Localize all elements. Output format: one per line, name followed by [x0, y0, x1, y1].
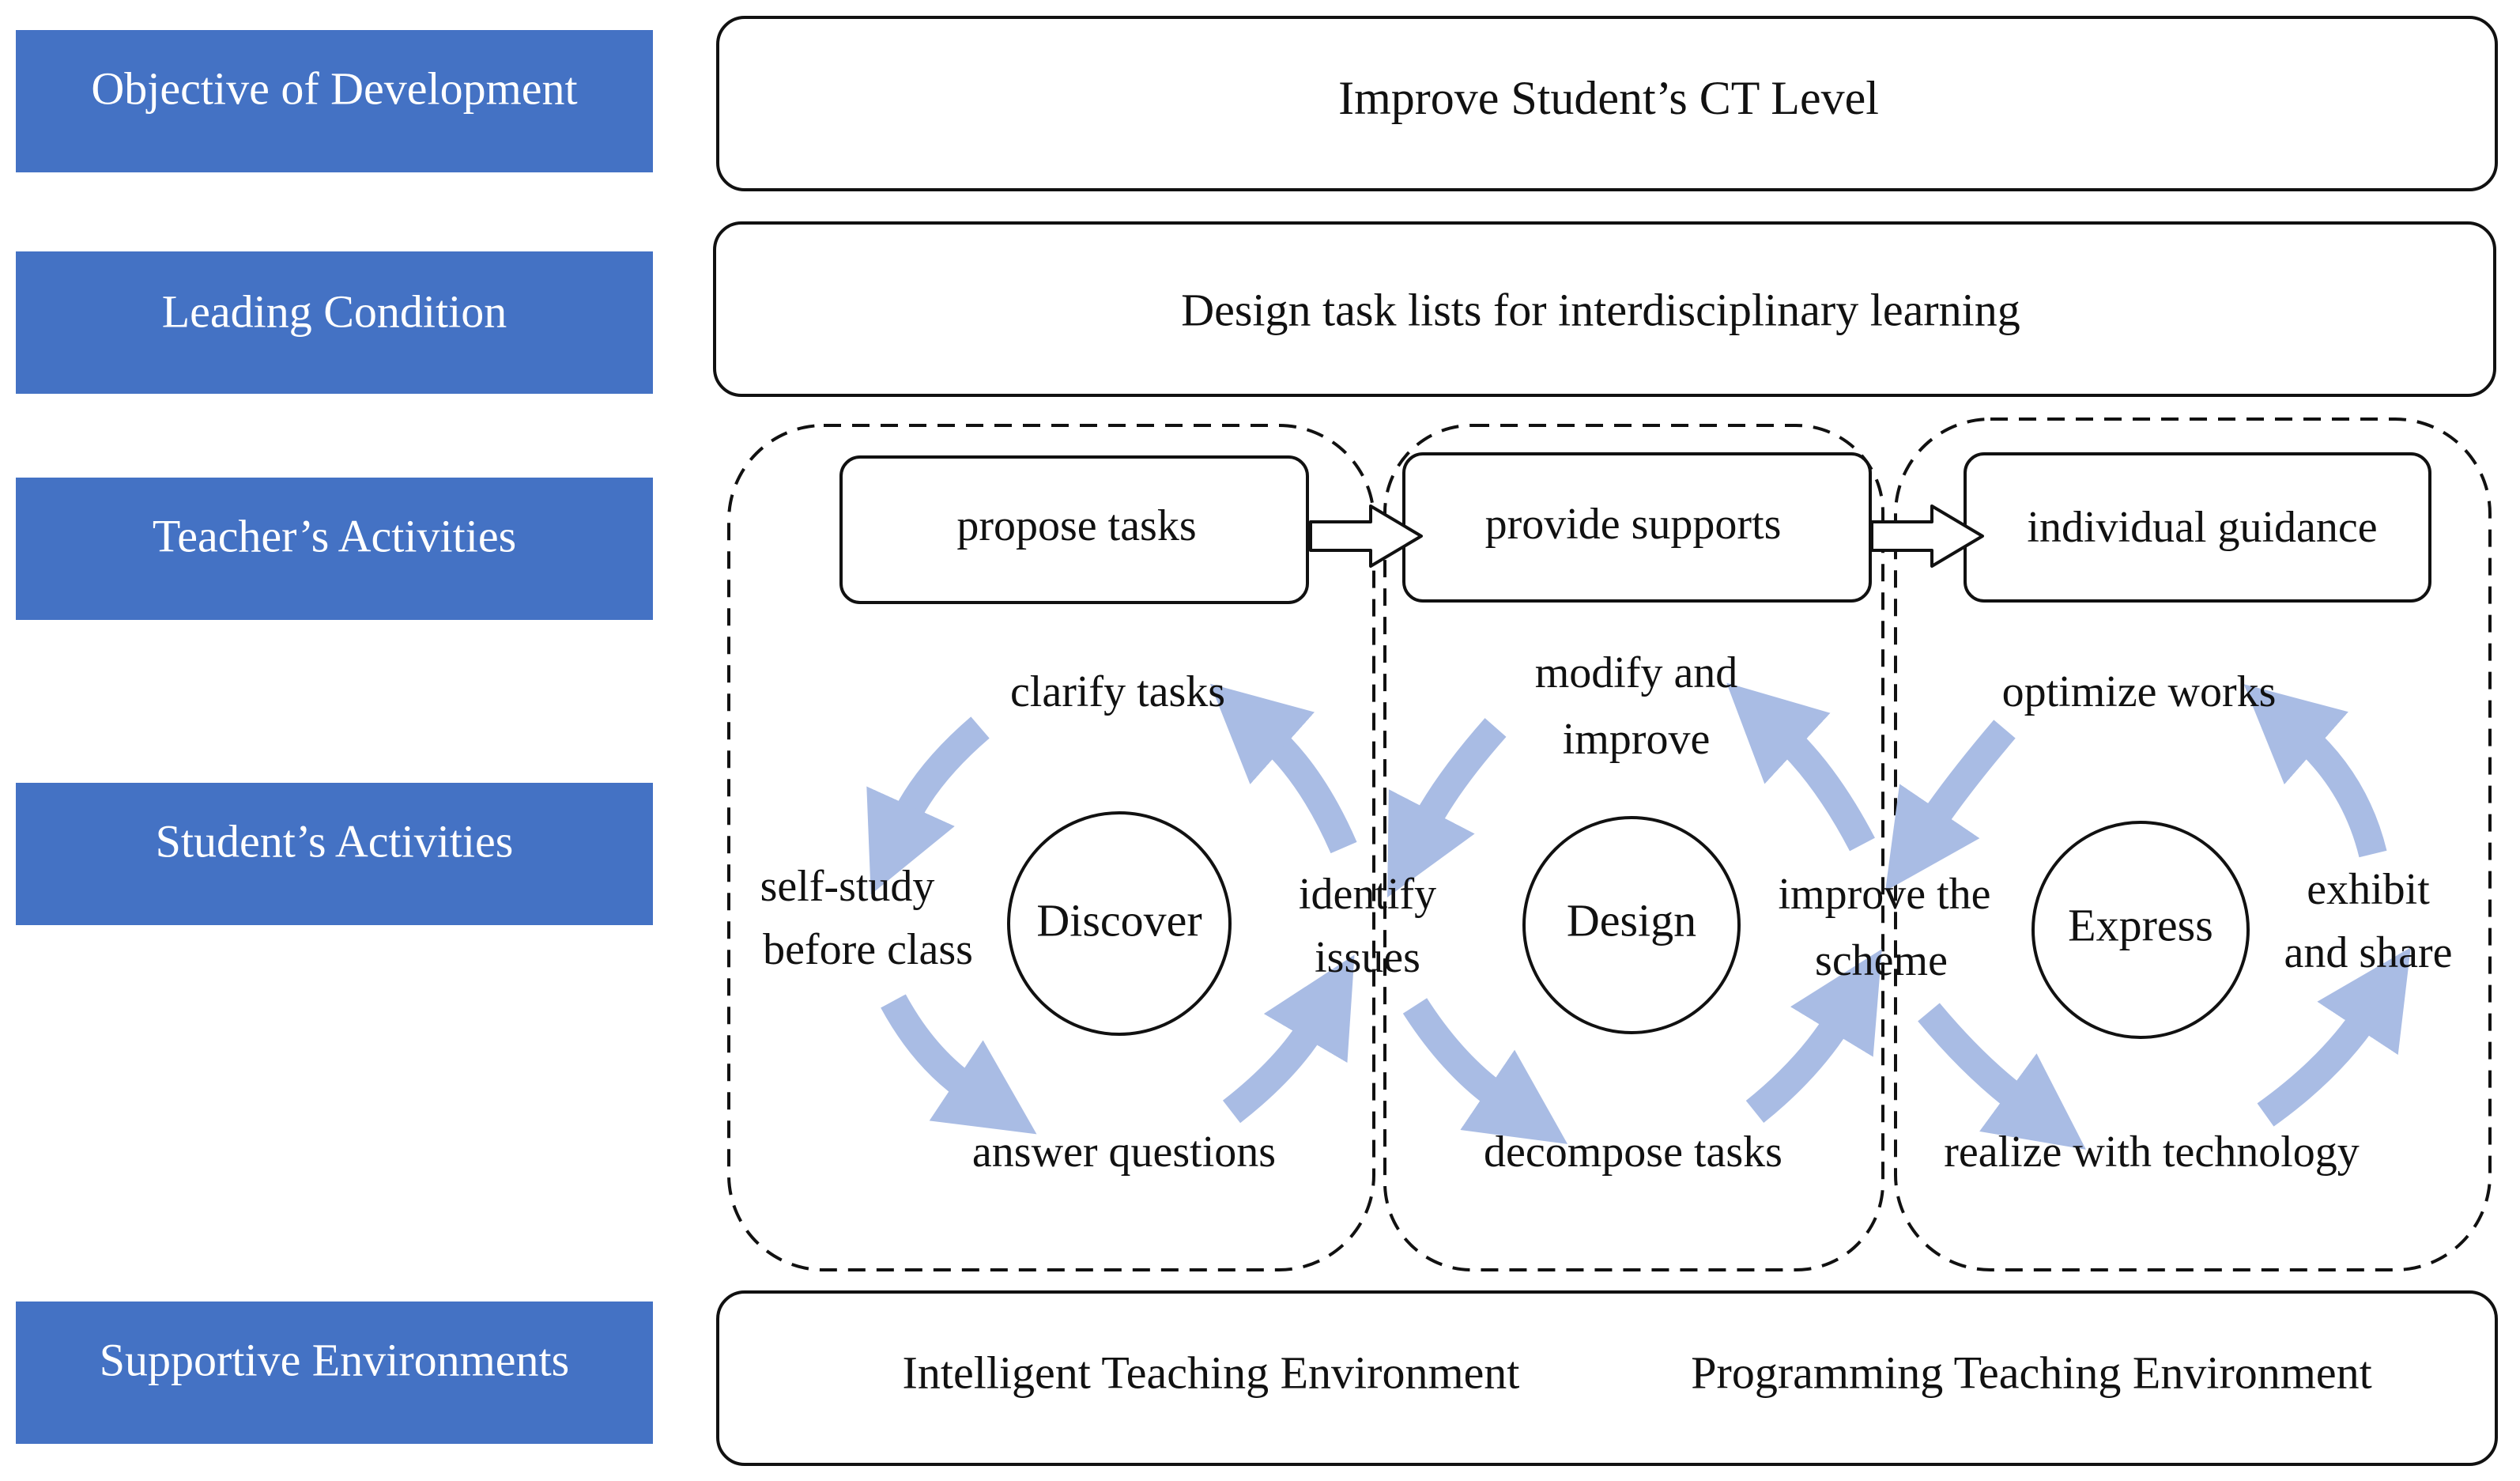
side-label-bg — [16, 251, 653, 394]
express-phase-boundary — [1894, 417, 2492, 1271]
cycle-arrow — [1726, 682, 1875, 852]
phase-name: Express — [2068, 899, 2213, 950]
phase-name: Discover — [1036, 894, 1202, 946]
side-label-text: Objective of Development — [91, 62, 577, 114]
activity-modify-improve: modify and improve — [1535, 648, 1738, 764]
objective-box: Improve Student’s CT Level — [716, 16, 2498, 191]
teacher-flow-arrow-2 — [1870, 504, 1984, 568]
side-label-text: Teacher’s Activities — [153, 510, 516, 561]
cycle-arrow — [2257, 947, 2411, 1127]
activity-identify-issues: identify issues — [1299, 870, 1436, 982]
cycle-arrow — [1745, 949, 1882, 1124]
side-label-teacher: Teacher’s Activities — [16, 478, 653, 620]
activity-text-line: modify and — [1535, 648, 1738, 697]
side-label-bg — [16, 1302, 653, 1444]
cycle-arrow — [1222, 954, 1355, 1124]
leading-condition-box: Design task lists for interdisciplinary … — [713, 221, 2496, 397]
activity-text-line: exhibit — [2307, 865, 2430, 914]
phase-circle — [2031, 821, 2250, 1039]
activity-clarify-tasks: clarify tasks — [1010, 667, 1225, 716]
side-label-leading: Leading Condition — [16, 251, 653, 394]
teacher-flow-arrow-1 — [1309, 504, 1423, 568]
phase-name: Design — [1567, 894, 1696, 946]
cycle-arrow — [1209, 683, 1357, 854]
activity-decompose-tasks: decompose tasks — [1484, 1128, 1782, 1177]
activity-text-line: and share — [2284, 928, 2452, 977]
side-label-supportive: Supportive Environments — [16, 1302, 653, 1444]
teacher-step-text: individual guidance — [2027, 503, 2377, 552]
cycle-arrow — [1402, 998, 1568, 1144]
side-label-student: Student’s Activities — [16, 783, 653, 925]
side-label-bg — [16, 478, 653, 620]
supportive-box: Intelligent Teaching Environment Program… — [716, 1290, 2498, 1466]
activity-improve-scheme: improve the scheme — [1778, 870, 1990, 985]
activity-answer-questions: answer questions — [972, 1128, 1276, 1177]
cycle-arrow — [1885, 720, 2016, 892]
cycle-arrow — [1918, 1003, 2086, 1150]
objective-frame — [716, 16, 2498, 191]
teacher-step-provide-supports: provide supports — [1402, 452, 1872, 603]
activity-text-line: identify — [1299, 870, 1436, 919]
phase-discover: Discover — [1007, 811, 1232, 1036]
design-phase-boundary — [1383, 424, 1884, 1271]
cycle-arrow — [881, 994, 1037, 1135]
side-label-bg — [16, 783, 653, 925]
teacher-step-propose-tasks: propose tasks — [839, 455, 1309, 604]
teacher-step-text: provide supports — [1485, 500, 1782, 549]
activity-self-study: self-study before class — [760, 862, 973, 974]
cycle-arrow — [2243, 684, 2387, 858]
cycle-arrow — [866, 716, 990, 895]
phase-express: Express — [2031, 821, 2250, 1039]
side-label-bg — [16, 30, 653, 172]
activity-realize-technology: realize with technology — [1944, 1128, 2360, 1177]
side-label-objective: Objective of Development — [16, 30, 653, 172]
teacher-step-frame — [839, 455, 1309, 604]
objective-text: Improve Student’s CT Level — [1338, 72, 1879, 124]
leading-condition-frame — [713, 221, 2496, 397]
cycle-arrow — [1386, 718, 1507, 897]
discover-phase-boundary — [727, 424, 1375, 1271]
activity-text-line: improve — [1563, 715, 1711, 764]
activity-text-line: issues — [1315, 933, 1420, 982]
teacher-step-text: propose tasks — [956, 501, 1196, 550]
activity-text-line: scheme — [1815, 936, 1948, 985]
activity-exhibit-share: exhibit and share — [2284, 865, 2452, 977]
activity-optimize-works: optimize works — [2002, 667, 2277, 716]
phase-design: Design — [1522, 816, 1741, 1034]
leading-condition-text: Design task lists for interdisciplinary … — [1181, 284, 2020, 335]
supportive-frame — [716, 1290, 2498, 1466]
teacher-step-individual-guidance: individual guidance — [1964, 452, 2431, 603]
side-label-text: Leading Condition — [162, 285, 507, 337]
activity-text-line: improve the — [1778, 870, 1990, 919]
side-label-text: Student’s Activities — [156, 815, 514, 867]
supportive-item-intelligent: Intelligent Teaching Environment — [903, 1347, 1520, 1398]
phase-circle — [1522, 816, 1741, 1034]
activity-text-line: before class — [763, 925, 973, 974]
activity-text-line: self-study — [760, 862, 935, 911]
side-label-text: Supportive Environments — [100, 1334, 569, 1385]
supportive-item-programming: Programming Teaching Environment — [1691, 1347, 2371, 1398]
phase-circle — [1007, 811, 1232, 1036]
